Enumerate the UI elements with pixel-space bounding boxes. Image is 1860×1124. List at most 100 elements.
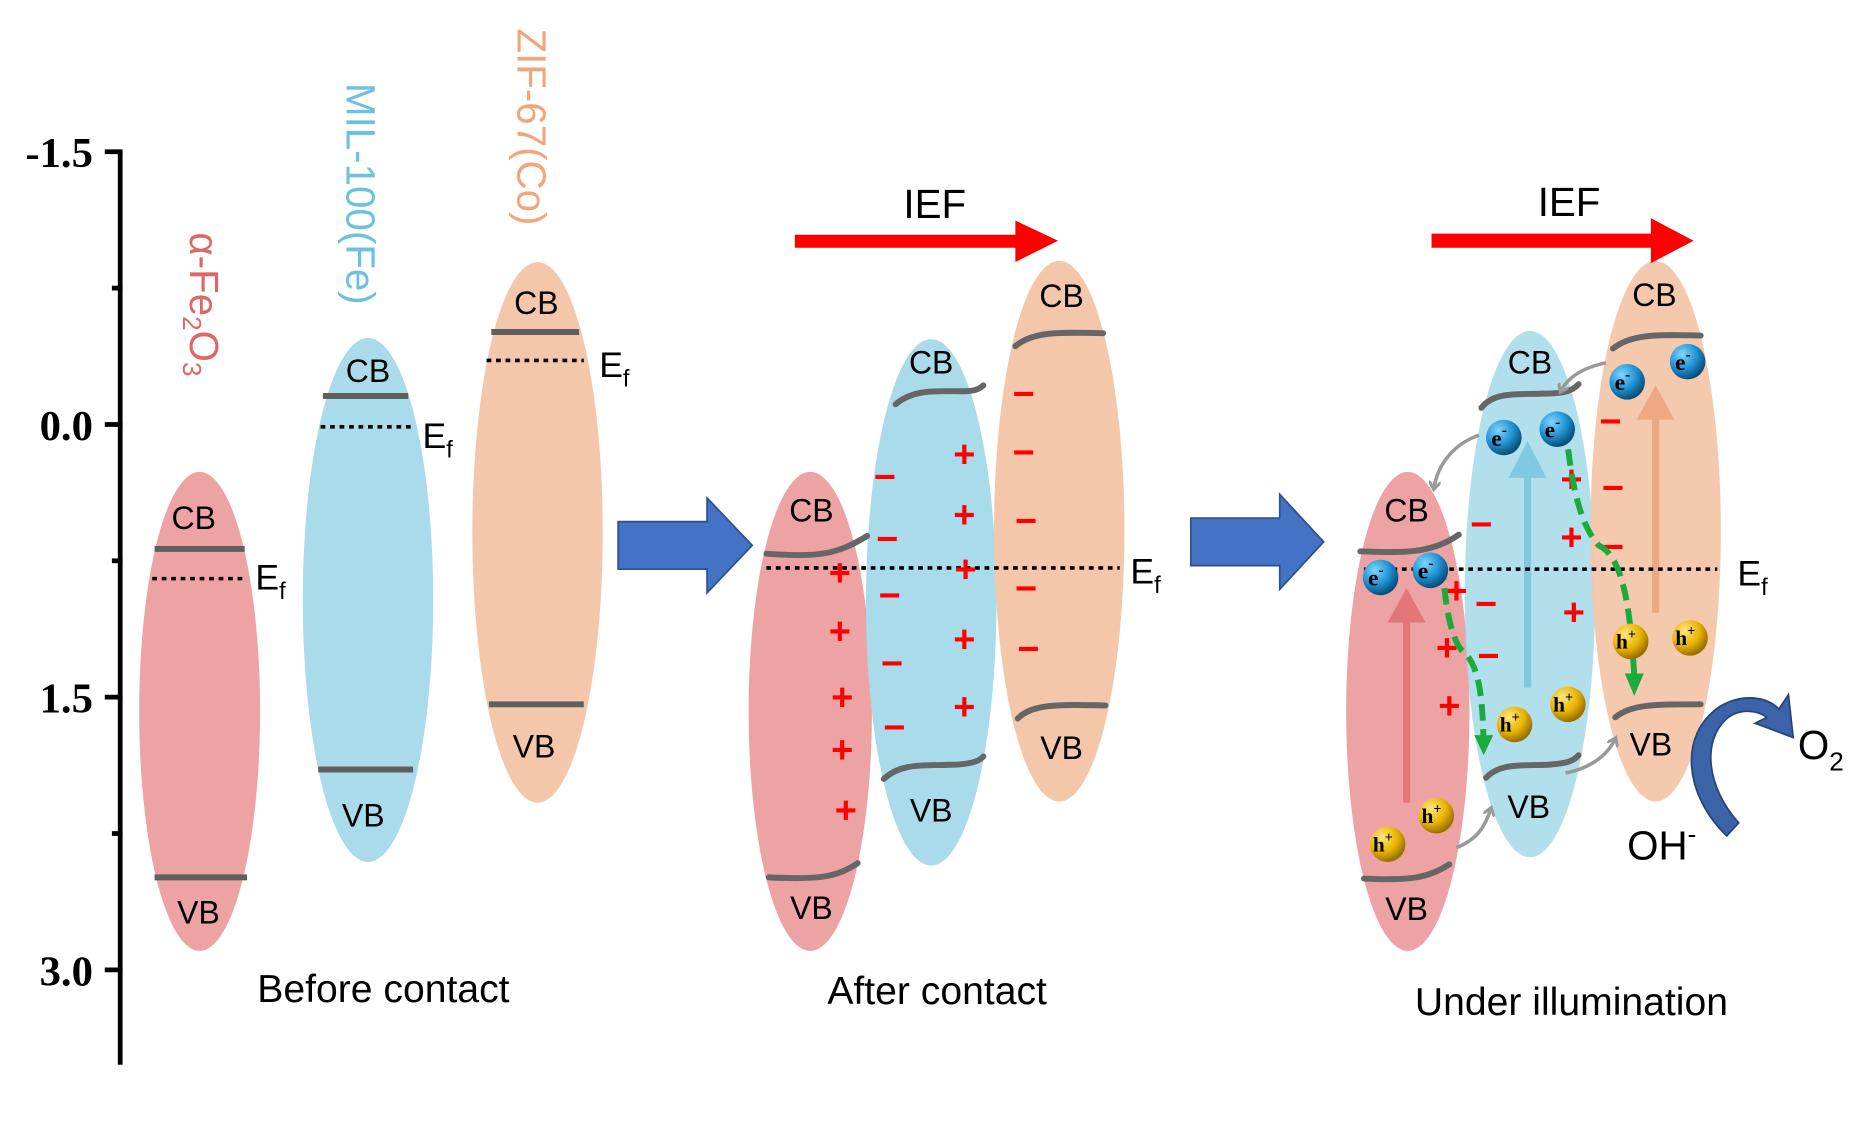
minus-charge: − xyxy=(879,575,901,617)
svg-text:h+: h+ xyxy=(1500,710,1520,736)
electron-transfer-arrow xyxy=(1434,433,1480,488)
hole: h+ xyxy=(1672,620,1708,656)
svg-text:e-: e- xyxy=(1615,366,1631,396)
minus-charge: − xyxy=(1017,629,1039,671)
electron-transfer-arrow xyxy=(1561,361,1607,391)
mil100-band-ellipse xyxy=(865,339,997,866)
minus-charge: − xyxy=(1599,401,1621,443)
fe2o3-label: α-Fe2O3 xyxy=(177,232,226,376)
zif67-vb-label: VB xyxy=(513,729,556,765)
fe2o3-ef-label: Ef xyxy=(255,557,286,604)
minus-charge: − xyxy=(874,457,896,499)
panel-after-contact: IEF CB VB CB VB CB VB Ef + + + + + − − −… xyxy=(748,182,1161,1013)
step-arrow-icon xyxy=(617,495,754,596)
mil100-band-ellipse xyxy=(302,337,434,862)
minus-charge: − xyxy=(1470,504,1492,546)
y-tick-label: 0.0 xyxy=(40,403,93,450)
ief-label: IEF xyxy=(903,182,966,227)
green-arrowhead-icon xyxy=(1474,735,1494,756)
electron: e- xyxy=(1609,363,1645,400)
hydroxide-label: OH- xyxy=(1627,819,1696,869)
zif67-label: ZIF-67(Co) xyxy=(508,28,553,225)
electron: e- xyxy=(1486,419,1522,456)
plus-charge: + xyxy=(953,619,975,661)
fe2o3-vb-label: VB xyxy=(1385,891,1428,927)
hole-transfer-arrow xyxy=(1565,739,1616,775)
plus-charge: + xyxy=(831,729,853,771)
mil100-cb-label: CB xyxy=(909,344,953,380)
electron: e- xyxy=(1669,343,1706,380)
minus-charge: − xyxy=(1015,501,1037,543)
electron: e- xyxy=(1362,559,1399,596)
minus-charge: − xyxy=(1013,374,1035,416)
excitation-arrow-icon xyxy=(1636,385,1675,613)
ief-arrow-icon xyxy=(1431,218,1694,264)
svg-text:e-: e- xyxy=(1368,562,1384,592)
oxidation-arrow-icon xyxy=(1690,692,1795,838)
zif67-vb-label: VB xyxy=(1630,726,1673,762)
plus-charge: + xyxy=(835,790,857,832)
zif67-cb-label: CB xyxy=(1632,277,1676,313)
oxygen-label: O2 xyxy=(1798,723,1844,777)
svg-text:h+: h+ xyxy=(1553,690,1573,716)
hole: h+ xyxy=(1612,623,1649,660)
hole: h+ xyxy=(1369,826,1406,862)
y-axis: -1.5 0.0 1.5 3.0 xyxy=(25,130,123,1065)
svg-text:e-: e- xyxy=(1545,414,1561,444)
recombination-path-1 xyxy=(1439,562,1487,745)
svg-text:e-: e- xyxy=(1418,555,1434,585)
excitation-arrow-icon xyxy=(1508,441,1547,688)
fe2o3-cb-level xyxy=(763,532,871,559)
zif67-ef-label: Ef xyxy=(599,345,630,392)
fe2o3-vb-level xyxy=(1360,861,1453,883)
minus-charge: − xyxy=(876,518,898,560)
mil100-vb-label: VB xyxy=(1507,789,1550,825)
mil100-vb-label: VB xyxy=(342,797,385,833)
green-arrowhead-icon xyxy=(1624,673,1644,696)
minus-charge: − xyxy=(1602,467,1624,509)
plus-charge: + xyxy=(1438,686,1460,728)
svg-text:h+: h+ xyxy=(1616,627,1636,653)
ef-label: Ef xyxy=(1737,554,1768,601)
mil100-vb-level xyxy=(880,753,987,782)
svg-text:h+: h+ xyxy=(1675,624,1695,650)
fe2o3-vb-label: VB xyxy=(177,895,220,931)
zif67-band-ellipse xyxy=(994,260,1125,802)
caption-after-contact: After contact xyxy=(827,970,1047,1013)
plus-charge: + xyxy=(953,495,975,537)
zif67-vb-label: VB xyxy=(1040,730,1083,766)
excitation-arrow-icon xyxy=(1387,588,1426,803)
fe2o3-cb-level xyxy=(1357,531,1462,556)
panel-before-contact: α-Fe2O3 MIL-100(Fe) ZIF-67(Co) CB Ef VB … xyxy=(139,28,630,1011)
minus-charge: − xyxy=(1015,568,1037,610)
hole: h+ xyxy=(1418,797,1455,834)
mil100-cb-label: CB xyxy=(346,353,390,389)
minus-charge: − xyxy=(1602,527,1624,569)
mil100-label: MIL-100(Fe) xyxy=(338,83,383,305)
minus-charge: − xyxy=(881,643,903,685)
mil100-vb-label: VB xyxy=(910,793,953,829)
plus-charge: + xyxy=(953,687,975,729)
plus-charge: + xyxy=(954,549,976,591)
hole-transfer-arrow xyxy=(1455,809,1490,850)
fe2o3-cb-label: CB xyxy=(171,500,215,536)
plus-charge: + xyxy=(953,434,975,476)
svg-text:h+: h+ xyxy=(1422,801,1442,827)
zif67-cb-label: CB xyxy=(514,285,558,321)
zif67-vb-level xyxy=(1014,702,1109,722)
plus-charge: + xyxy=(831,677,853,719)
plus-charge: + xyxy=(1563,592,1585,634)
mil100-vb-level xyxy=(1483,752,1582,781)
ief-arrow-icon xyxy=(794,220,1059,263)
hole: h+ xyxy=(1496,706,1533,743)
ef-label: Ef xyxy=(1130,551,1161,598)
zif67-cb-level xyxy=(1012,329,1107,350)
svg-text:h+: h+ xyxy=(1373,830,1393,856)
zif67-vb-level xyxy=(1612,701,1704,721)
ief-label: IEF xyxy=(1538,180,1601,225)
electron: e- xyxy=(1412,552,1449,589)
fe2o3-vb-level xyxy=(765,860,861,882)
caption-under-illumination: Under illumination xyxy=(1415,981,1728,1024)
